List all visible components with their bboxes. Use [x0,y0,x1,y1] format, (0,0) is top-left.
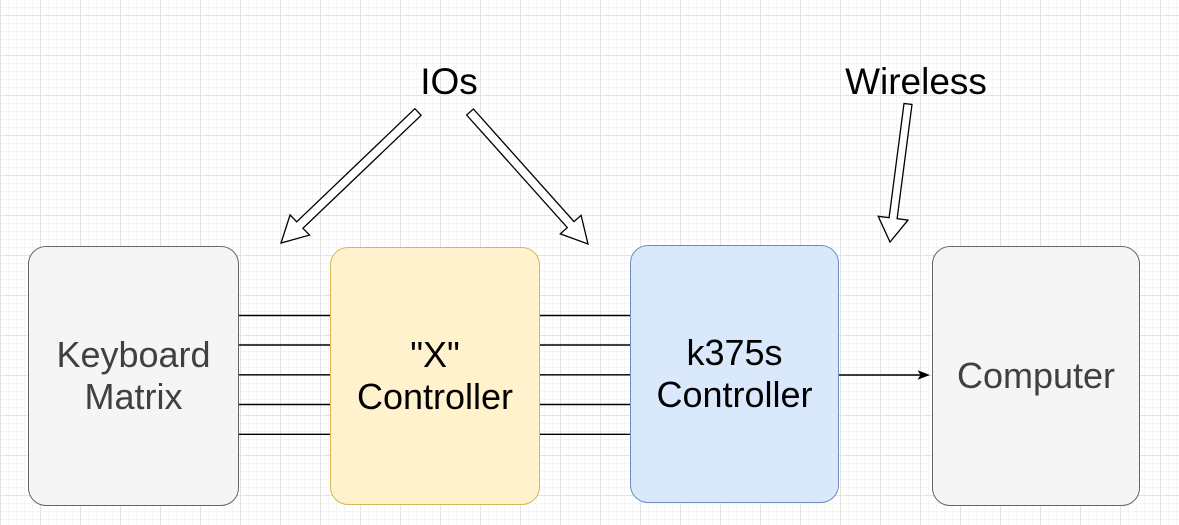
x-controller-label: "X" Controller [356,334,514,417]
k375s-controller-label: k375s Controller [656,332,813,415]
wireless-arrow-icon[interactable] [877,102,913,244]
ios-label[interactable]: IOs [420,61,478,102]
ios-arrow-right-icon[interactable] [465,108,589,246]
computer-box[interactable]: Computer [932,246,1140,506]
bus-x-to-k375s[interactable] [539,314,631,435]
x-controller-box[interactable]: "X" Controller [330,247,540,505]
k375s-controller-box[interactable]: k375s Controller [630,245,839,503]
wireless-label[interactable]: Wireless [845,61,987,102]
computer-label: Computer [956,355,1116,396]
arrow-k375s-to-computer[interactable] [838,370,930,380]
arrowhead-icon [917,370,930,380]
ios-arrow-left-icon[interactable] [280,107,423,244]
bus-keyboard-to-x[interactable] [238,314,331,435]
keyboard-matrix-box[interactable]: Keyboard Matrix [28,246,239,506]
keyboard-matrix-label: Keyboard Matrix [56,334,211,417]
